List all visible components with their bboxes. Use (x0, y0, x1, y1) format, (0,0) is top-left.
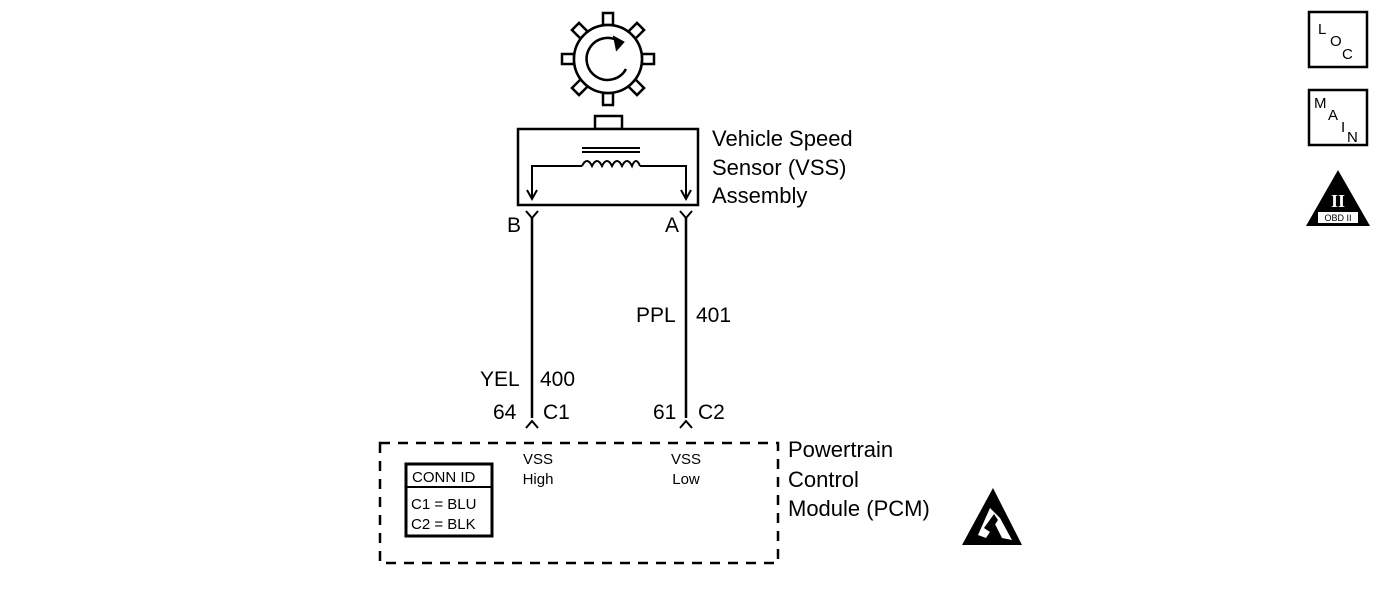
sensor-name-line-1: Vehicle Speed (712, 126, 853, 151)
yel-connector: C1 (543, 401, 570, 424)
pcm-outline (378, 441, 780, 565)
ppl-connector: C2 (698, 401, 725, 424)
reluctor-wheel-icon (560, 11, 656, 107)
pcm-terminals (525, 419, 693, 429)
conn-id-c1: C1 = BLU (411, 496, 476, 513)
loc-icon[interactable]: L O C (1307, 10, 1369, 69)
pcm-name-line-2: Control (788, 467, 859, 492)
main-letter-n: N (1347, 129, 1358, 146)
obd-numeral: II (1331, 191, 1345, 211)
yel-pin-number: 64 (493, 401, 517, 424)
loc-letter-l: L (1318, 21, 1326, 38)
pcm-name-line-1: Powertrain (788, 437, 893, 462)
sensor-name-line-2: Sensor (VSS) (712, 155, 847, 180)
vss-low-line-1: VSS (671, 451, 701, 468)
pcm-name-line-3: Module (PCM) (788, 496, 930, 521)
loc-letter-o: O (1330, 33, 1342, 50)
esd-warning-icon (962, 488, 1022, 545)
loc-letter-c: C (1342, 46, 1353, 63)
main-letter-i: I (1341, 119, 1345, 136)
terminal-a-label: A (665, 214, 679, 237)
obd-ii-icon[interactable]: II OBD II (1306, 170, 1370, 226)
obd-label: OBD II (1324, 213, 1351, 223)
ppl-pin-number: 61 (653, 401, 676, 424)
main-letter-a: A (1328, 107, 1338, 124)
ppl-wire-circuit: 401 (696, 304, 731, 327)
sensor-name-line-3: Assembly (712, 183, 807, 208)
ppl-wire-color: PPL (636, 304, 676, 327)
yel-wire-color: YEL (480, 368, 520, 391)
conn-id-c2: C2 = BLK (411, 516, 476, 533)
vss-low-line-2: Low (672, 471, 700, 488)
main-letter-m: M (1314, 95, 1327, 112)
vss-sensor-body (516, 114, 700, 207)
vss-high-line-2: High (523, 471, 554, 488)
conn-id-box (404, 462, 494, 538)
conn-id-header: CONN ID (412, 469, 476, 486)
yel-wire-circuit: 400 (540, 368, 575, 391)
terminal-b-label: B (507, 214, 521, 237)
main-icon[interactable]: M A I N (1307, 88, 1369, 147)
vss-high-line-1: VSS (523, 451, 553, 468)
